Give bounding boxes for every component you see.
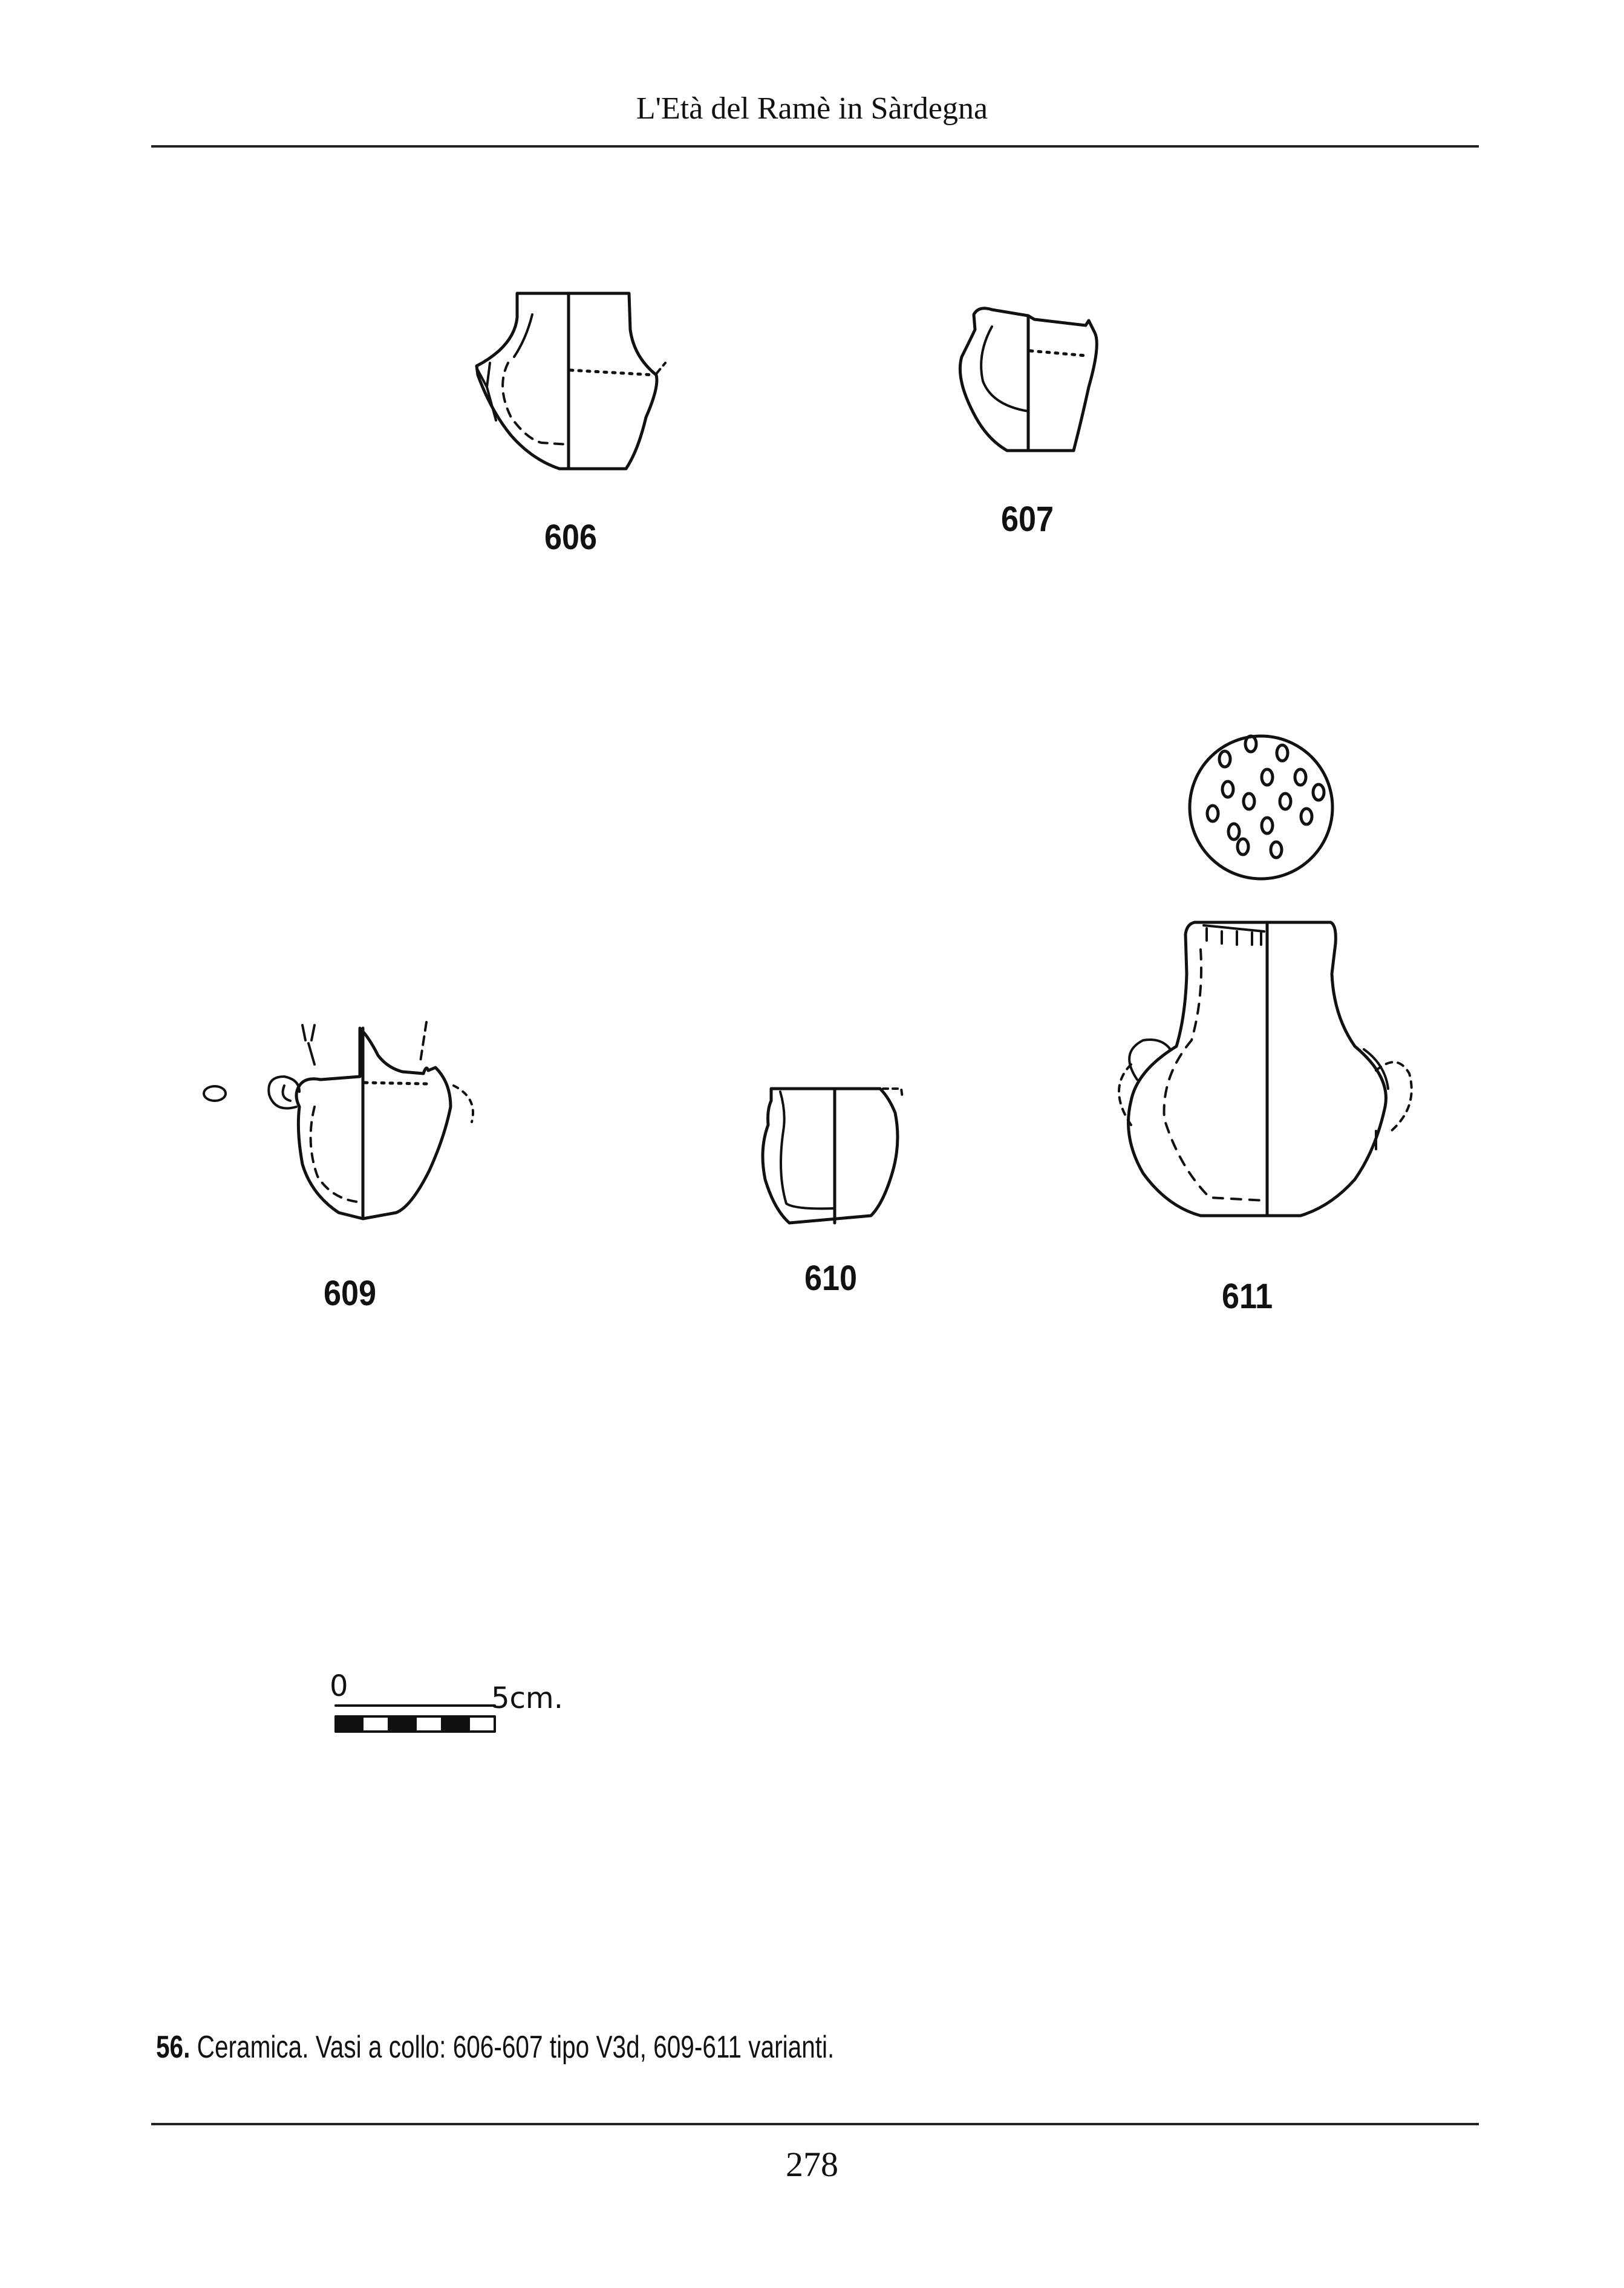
vessel-606-drawing	[475, 292, 667, 471]
figure-number-610: 610	[804, 1259, 858, 1298]
vessel-607-drawing	[958, 307, 1098, 452]
vessel-609-drawing	[203, 1021, 474, 1221]
header-rule	[151, 145, 1479, 148]
caption-text: Ceramica. Vasi a collo: 606-607 tipo V3d…	[190, 2030, 835, 2065]
figure-number-607: 607	[1001, 500, 1054, 539]
page-number: 278	[786, 2145, 838, 2184]
scale-zero-label: 0	[330, 1669, 348, 1703]
vessel-611-drawing	[1118, 921, 1413, 1217]
vessel-610-drawing	[761, 1087, 904, 1225]
figure-number-609: 609	[324, 1274, 377, 1313]
caption-number: 56.	[156, 2030, 191, 2065]
scale-bar	[334, 1704, 496, 1733]
running-title: L'Età del Ramè in Sàrdegna	[636, 91, 988, 126]
vessel-611-lid	[1188, 734, 1334, 881]
figure-caption: 56. Ceramica. Vasi a collo: 606-607 tipo…	[156, 2029, 834, 2065]
scale-end-label: 5cm.	[491, 1681, 563, 1715]
footer-rule	[151, 2123, 1479, 2125]
figure-number-606: 606	[544, 518, 598, 557]
figure-number-611: 611	[1222, 1277, 1273, 1316]
